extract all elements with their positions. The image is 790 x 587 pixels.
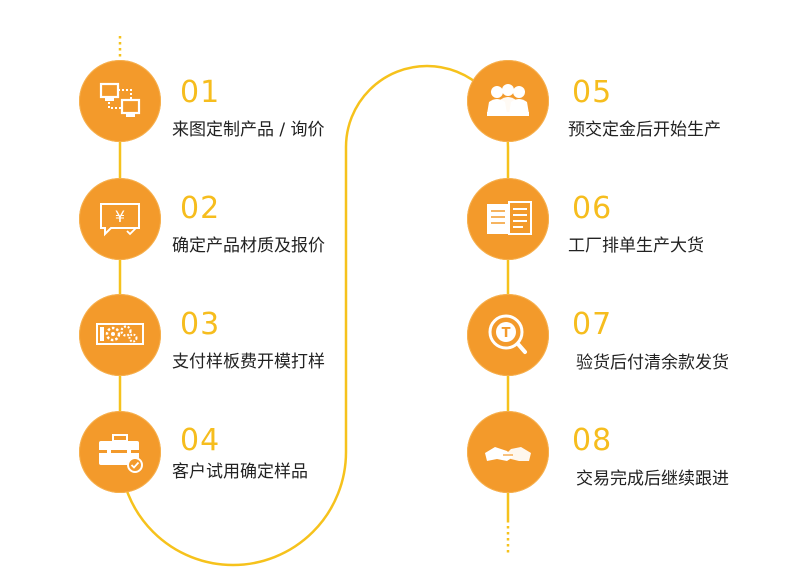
step-01-number: 01 (180, 75, 221, 110)
step-05-circle (467, 60, 549, 142)
handshake-icon (485, 447, 531, 461)
step-02-circle: ¥ (79, 178, 161, 260)
briefcase-check-icon (99, 434, 143, 473)
step-07-label: 验货后付清余款发货 (576, 353, 729, 373)
step-04-label: 客户试用确定样品 (172, 462, 308, 482)
step-02-number: 02 (180, 191, 221, 226)
step-03-circle (79, 294, 161, 376)
people-meeting-icon (487, 84, 529, 116)
step-01-label: 来图定制产品 / 询价 (172, 120, 325, 140)
step-08-number: 08 (572, 423, 613, 458)
gears-icon (96, 323, 144, 345)
step-07-number: 07 (572, 307, 613, 342)
step-04-number: 04 (180, 423, 221, 458)
computers-network-icon (99, 82, 141, 117)
step-05-number: 05 (572, 75, 613, 110)
step-07-circle: T (467, 294, 549, 376)
step-03-label: 支付样板费开模打样 (172, 352, 325, 372)
step-05-label: 预交定金后开始生产 (568, 120, 721, 140)
step-01-circle (79, 60, 161, 142)
step-08-label: 交易完成后继续跟进 (576, 469, 729, 489)
price-board-icon: ¥ (100, 203, 140, 237)
step-03-number: 03 (180, 307, 221, 342)
step-06-circle (467, 178, 549, 260)
document-list-icon (487, 201, 532, 235)
step-08-circle (467, 411, 549, 493)
magnifier-icon: T (488, 314, 527, 354)
step-06-number: 06 (572, 191, 613, 226)
svg-text:T: T (502, 326, 511, 341)
svg-text:¥: ¥ (115, 207, 125, 226)
s-curve-connector (118, 64, 510, 567)
step-06-label: 工厂排单生产大货 (568, 236, 704, 256)
step-02-label: 确定产品材质及报价 (172, 236, 325, 256)
step-04-circle (79, 411, 161, 493)
